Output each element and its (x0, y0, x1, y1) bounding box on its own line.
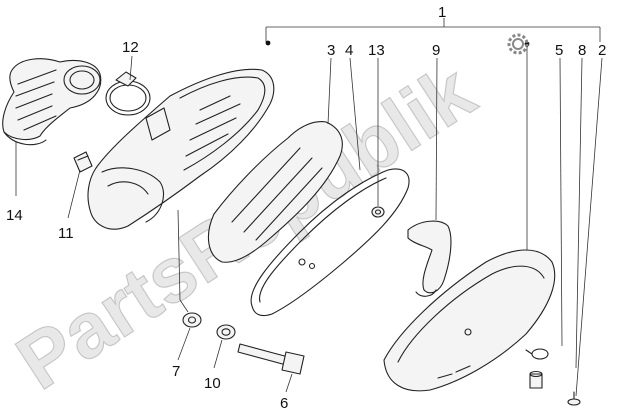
filter-element (207, 121, 343, 263)
callout-7: 7 (172, 363, 180, 380)
callout-5: 5 (555, 42, 563, 59)
callout-2: 2 (598, 42, 606, 59)
air-box-housing (87, 68, 275, 230)
air-box-cover (383, 249, 556, 392)
bolt (237, 343, 305, 375)
spring-clip (525, 348, 549, 360)
callout-11: 11 (58, 225, 74, 242)
hose-clamp (105, 71, 151, 116)
callout-14: 14 (6, 207, 23, 224)
grommet (371, 206, 385, 218)
sleeve (529, 370, 543, 389)
callout-6: 6 (280, 395, 288, 412)
spacer-washer (216, 324, 236, 340)
callout-12: 12 (122, 39, 139, 56)
callout-10: 10 (204, 375, 221, 392)
callout-3: 3 (327, 42, 335, 59)
clip (73, 151, 93, 173)
callout-13: 13 (368, 42, 385, 59)
callout-9: 9 (432, 42, 440, 59)
intake-duct (2, 58, 102, 146)
washer (182, 312, 202, 328)
leader-lines (15, 46, 603, 397)
callout-labels: 1 2 3 4 5 6 7 8 9 10 11 12 13 14 (6, 4, 606, 412)
callout-8: 8 (578, 42, 586, 59)
callout-4: 4 (345, 42, 353, 59)
bullet-dot-icon (265, 40, 271, 46)
screw (567, 391, 581, 406)
drain-tube (407, 220, 452, 297)
callout-1: 1 (438, 4, 446, 21)
gasket (250, 168, 410, 317)
gear-icon (507, 33, 529, 55)
